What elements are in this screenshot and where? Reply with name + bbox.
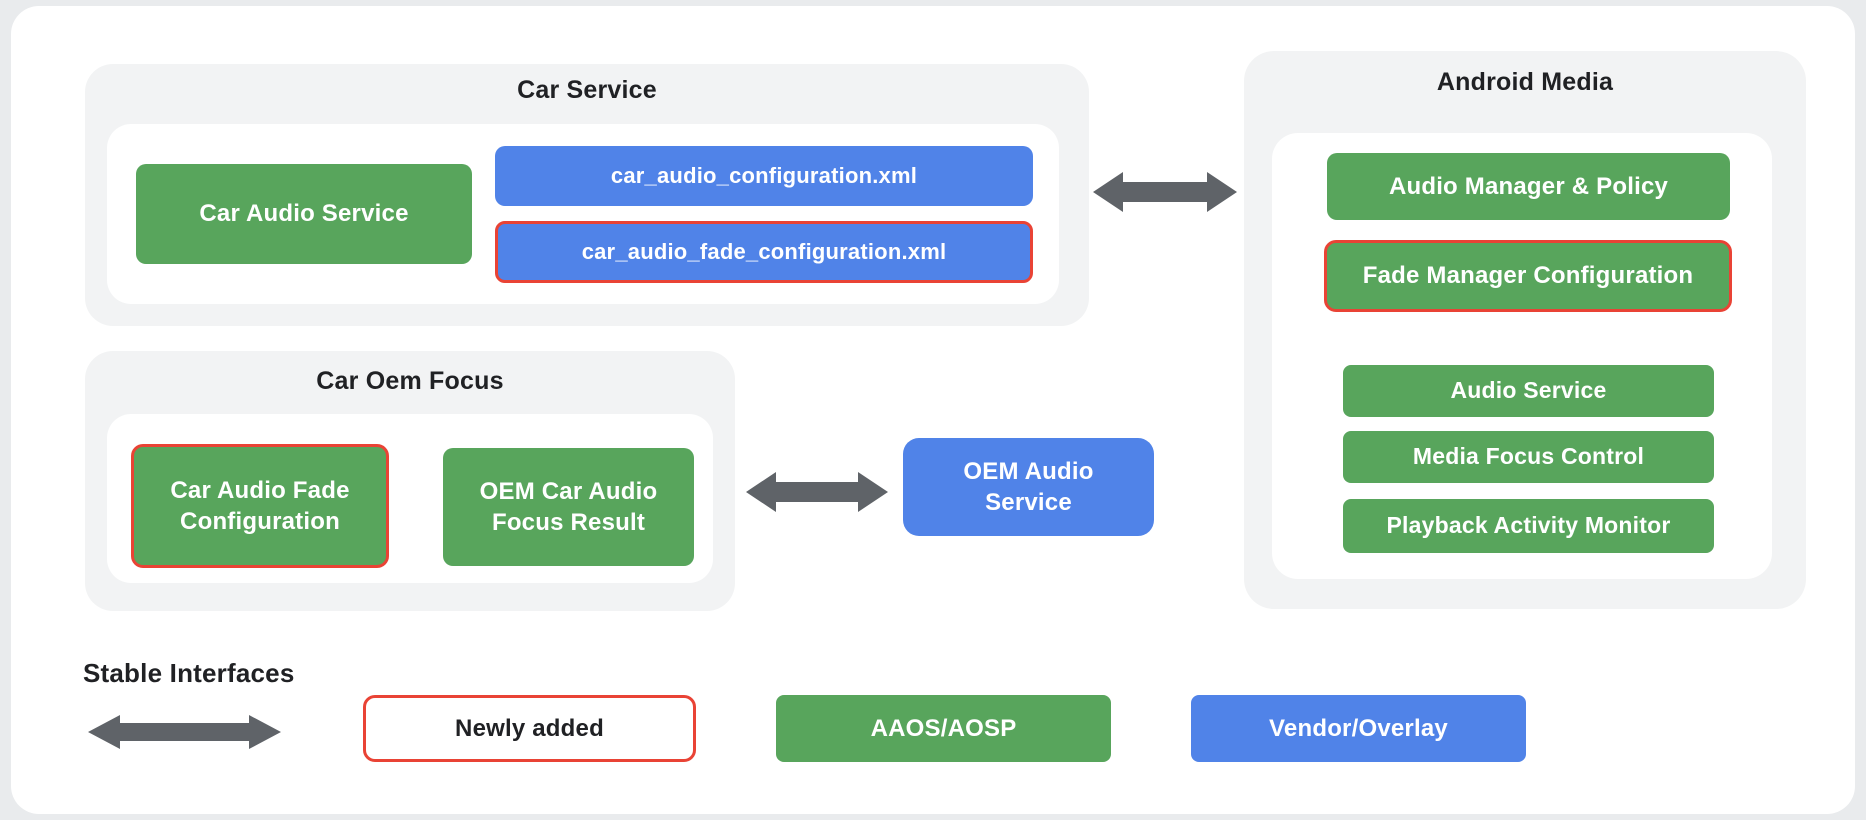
car-oem-focus-group: Car Oem Focus Car Audio Fade Configurati…: [85, 351, 735, 611]
diagram-card: Car Service Car Audio Service car_audio_…: [11, 6, 1855, 814]
car-oem-focus-oem-audio-service-double-arrow-icon: [746, 472, 888, 512]
car-audio-fade-configuration-box: Car Audio Fade Configuration: [131, 444, 389, 568]
fade-manager-configuration-box: Fade Manager Configuration: [1324, 240, 1732, 312]
stable-interfaces-double-arrow-icon: [88, 715, 281, 749]
playback-activity-monitor-box: Playback Activity Monitor: [1343, 499, 1714, 553]
car-service-title: Car Service: [517, 76, 657, 104]
car-service-group: Car Service Car Audio Service car_audio_…: [85, 64, 1089, 326]
car-oem-focus-title: Car Oem Focus: [316, 367, 504, 395]
media-focus-control-box: Media Focus Control: [1343, 431, 1714, 483]
car-audio-configuration-xml-box: car_audio_configuration.xml: [495, 146, 1033, 206]
car-audio-fade-configuration-xml-box: car_audio_fade_configuration.xml: [495, 221, 1033, 283]
car-service-inner-panel: Car Audio Service car_audio_configuratio…: [107, 124, 1059, 304]
android-media-inner-panel: Audio Manager & Policy Fade Manager Conf…: [1272, 133, 1772, 579]
oem-car-audio-focus-result-box: OEM Car Audio Focus Result: [443, 448, 694, 566]
audio-manager-policy-box: Audio Manager & Policy: [1327, 153, 1730, 220]
android-media-group: Android Media Audio Manager & Policy Fad…: [1244, 51, 1806, 609]
car-audio-service-box: Car Audio Service: [136, 164, 472, 264]
audio-service-box: Audio Service: [1343, 365, 1714, 417]
legend-vendor-overlay-box: Vendor/Overlay: [1191, 695, 1526, 762]
oem-audio-service-box: OEM Audio Service: [903, 438, 1154, 536]
stable-interfaces-label: Stable Interfaces: [83, 658, 295, 688]
legend-newly-added-box: Newly added: [363, 695, 696, 762]
car-service-android-media-double-arrow-icon: [1093, 172, 1237, 212]
legend-aaos-aosp-box: AAOS/AOSP: [776, 695, 1111, 762]
android-media-title: Android Media: [1436, 68, 1614, 96]
car-oem-focus-inner-panel: Car Audio Fade Configuration OEM Car Aud…: [107, 414, 713, 583]
